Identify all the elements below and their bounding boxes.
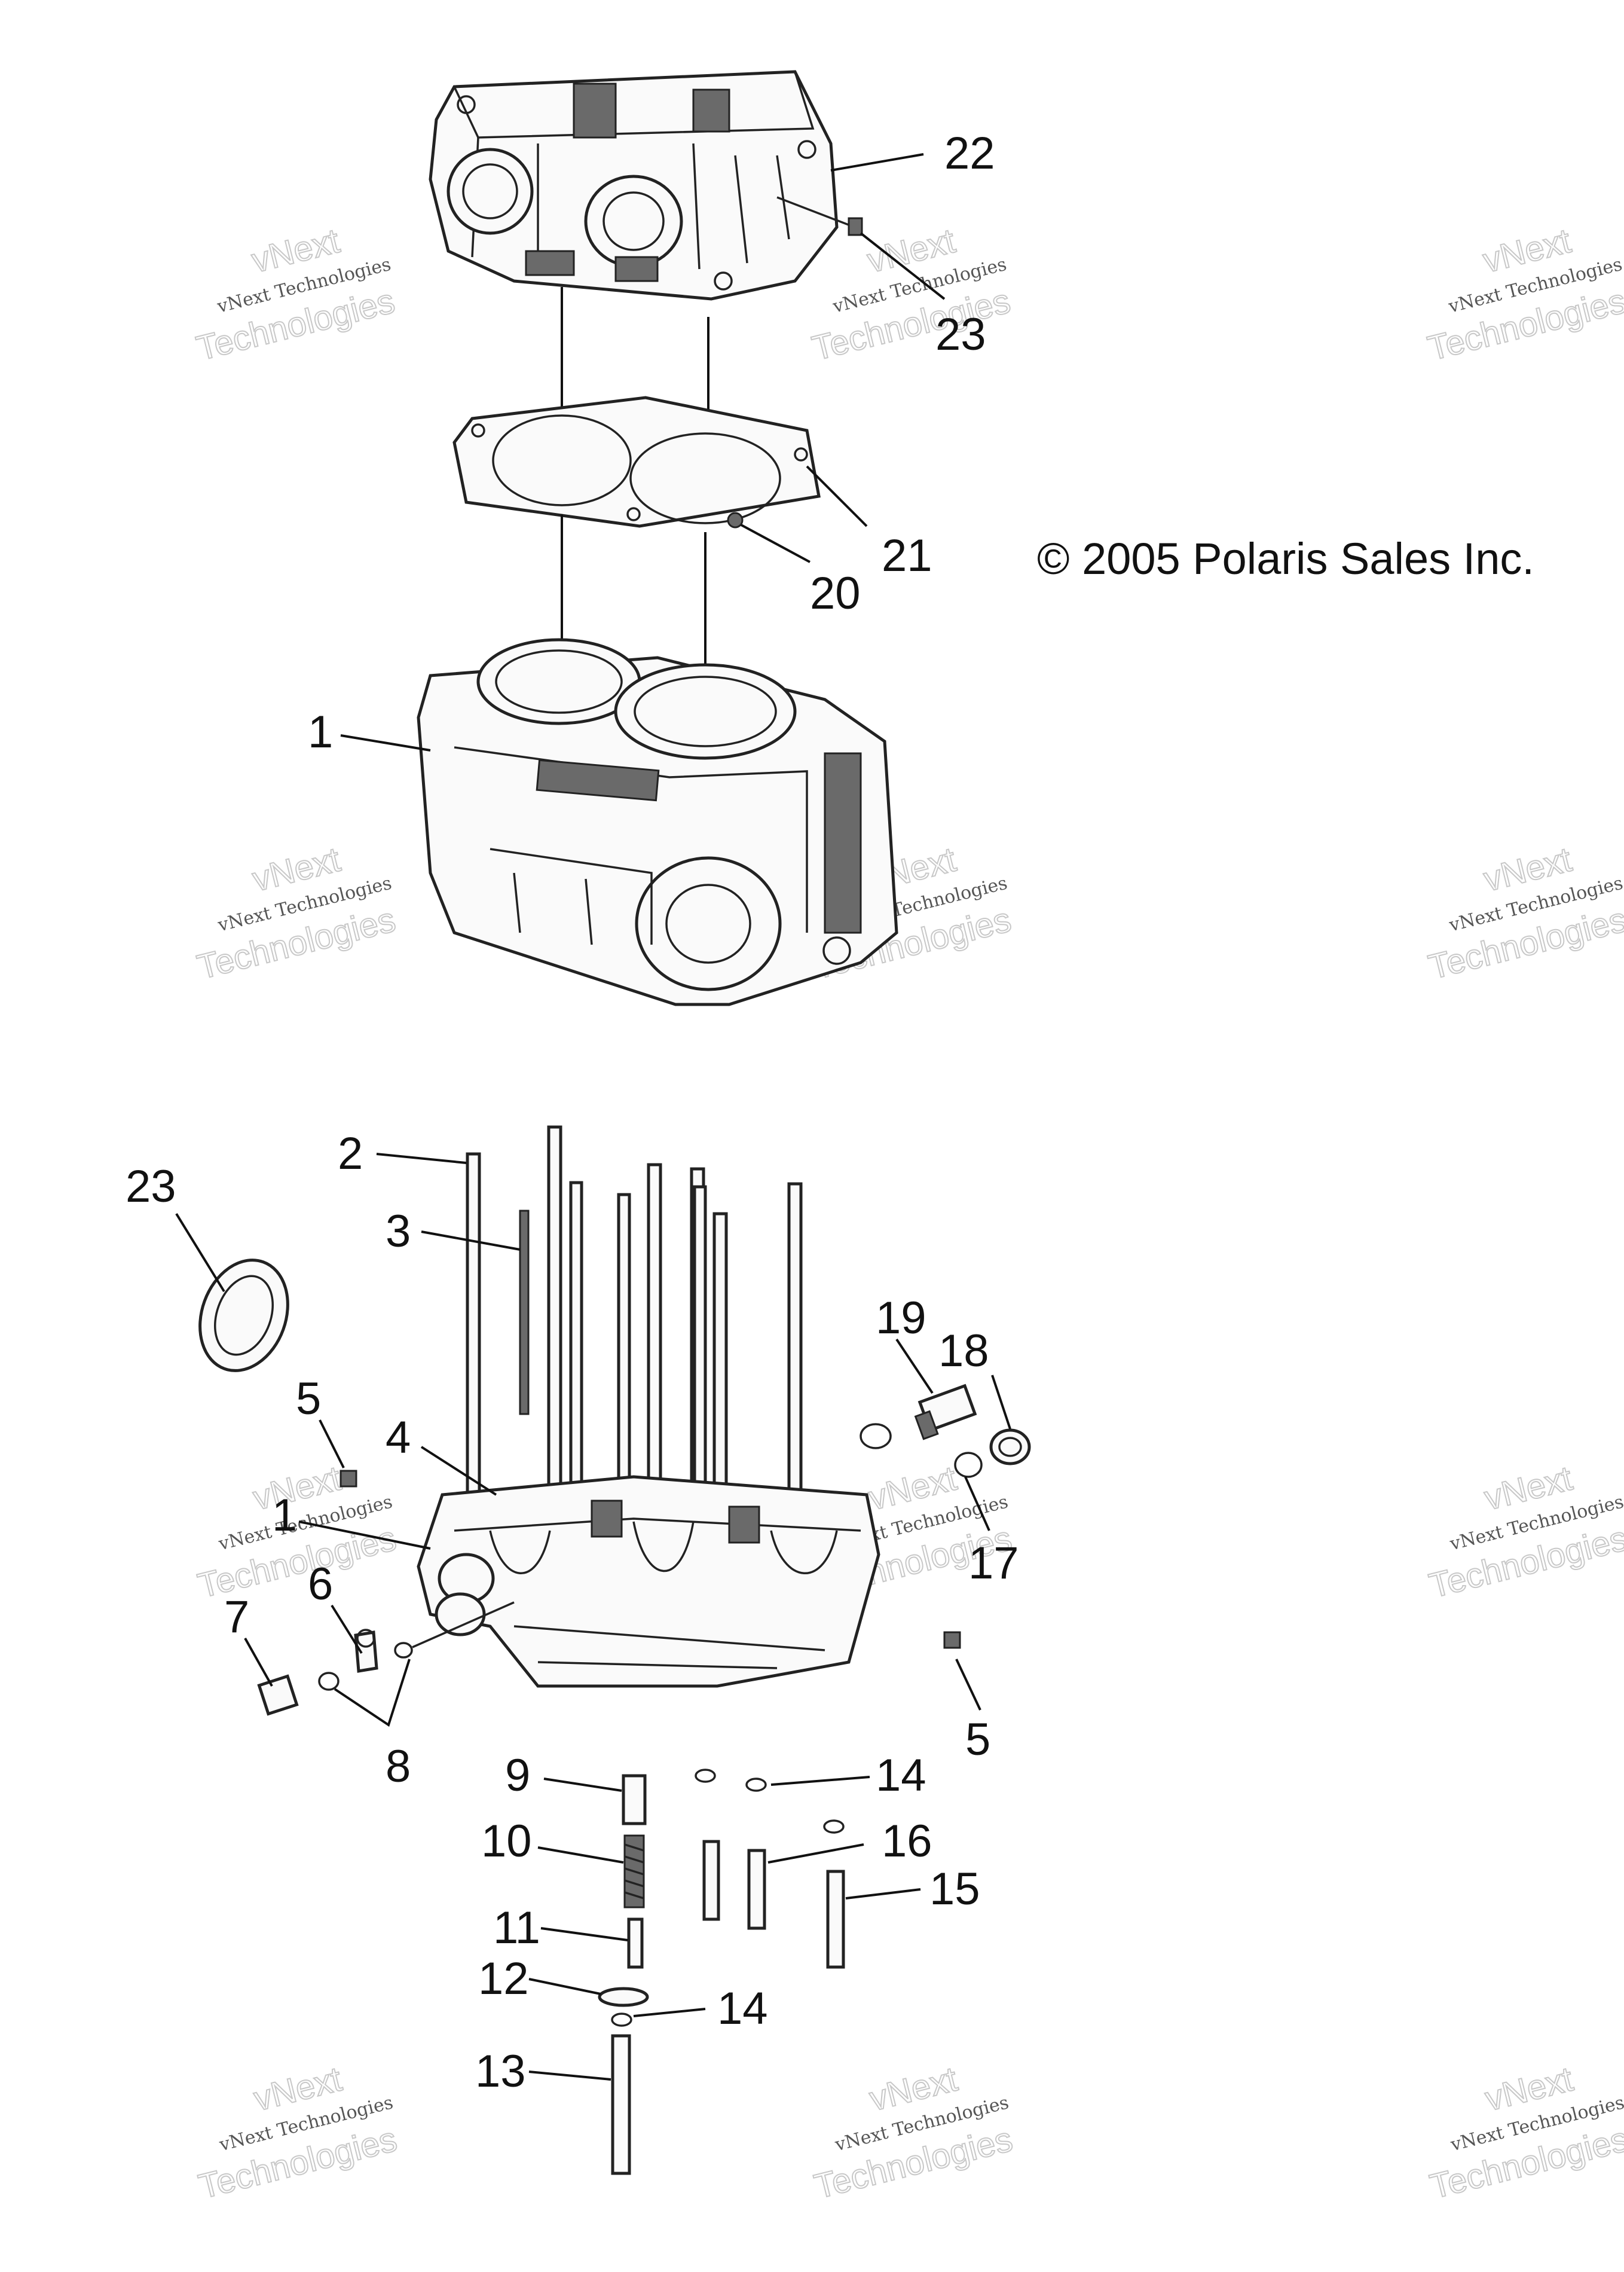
leader-17 [964, 1476, 990, 1531]
o-ring-17 [954, 1452, 983, 1478]
cylinder-block [417, 638, 898, 1006]
washer-8a [318, 1672, 340, 1691]
leader-14-top [770, 1776, 870, 1786]
callout-22: 22 [944, 128, 995, 179]
head-gasket [452, 396, 821, 529]
leader-8 [334, 1659, 411, 1727]
plug-7 [257, 1674, 299, 1716]
washer-14b [745, 1778, 767, 1792]
callout-12: 12 [478, 1953, 529, 2004]
callout-7: 7 [224, 1592, 249, 1642]
callout-13: 13 [475, 2046, 526, 2097]
fitting-6 [354, 1629, 378, 1673]
oil-seal [198, 1259, 289, 1372]
callout-15: 15 [929, 1864, 980, 1914]
callout-10: 10 [481, 1816, 532, 1867]
callout-2: 2 [338, 1128, 363, 1179]
watermark-top-left: vNext vNext Technologies Technologies [192, 221, 399, 369]
head-bolt-23 [776, 196, 863, 236]
leader-12 [528, 1978, 601, 1995]
leader-11 [540, 1927, 628, 1941]
callout-14-top: 14 [876, 1750, 926, 1801]
callout-4: 4 [386, 1412, 411, 1463]
callout-9: 9 [505, 1750, 530, 1801]
callout-14-bottom: 14 [717, 1983, 768, 2034]
leader-3 [421, 1230, 521, 1251]
callout-3: 3 [386, 1206, 411, 1257]
callout-1-top: 1 [308, 707, 333, 758]
callout-21: 21 [882, 530, 932, 581]
callout-18: 18 [938, 1326, 989, 1376]
leader-13 [528, 2071, 611, 2081]
watermark-bottom-center: vNext vNext Technologies Technologies [810, 2059, 1017, 2207]
callout-8: 8 [386, 1741, 411, 1792]
callout-17: 17 [968, 1538, 1019, 1589]
watermark-mid-left: vNext vNext Technologies Technologies [193, 839, 400, 988]
callout-16: 16 [882, 1816, 932, 1867]
crankcase [417, 1475, 880, 1688]
watermark-low-right: vNext vNext Technologies Technologies [1425, 1458, 1624, 1607]
bolt-16b [747, 1849, 766, 1930]
bolt-15 [826, 1870, 845, 1969]
leader-15 [845, 1888, 921, 1900]
watermark-bottom-right: vNext vNext Technologies Technologies [1426, 2059, 1624, 2207]
leader-4 [420, 1446, 497, 1496]
callout-1-bottom: 1 [272, 1490, 297, 1541]
leader-5-top [319, 1419, 345, 1468]
spring-10 [623, 1834, 645, 1908]
leader-19 [895, 1338, 934, 1394]
dowel-5-bottom [943, 1631, 961, 1649]
copyright-notice: © 2005 Polaris Sales Inc. [1037, 534, 1534, 584]
cylinder-head [429, 70, 839, 301]
dowel-5-top [340, 1470, 357, 1488]
leader-16 [767, 1843, 864, 1864]
washer-19 [860, 1423, 892, 1449]
washer-14a [695, 1769, 716, 1783]
leader-23-bottom [175, 1213, 225, 1293]
fitting-19 [914, 1384, 977, 1440]
leader-23-top [860, 232, 946, 300]
leader-14-bottom [633, 2008, 706, 2017]
leader-1-top [340, 734, 431, 752]
watermark-top-right: vNext vNext Technologies Technologies [1423, 221, 1624, 369]
leader-9 [543, 1778, 622, 1792]
callout-19: 19 [876, 1293, 926, 1343]
washer-16 [823, 1819, 845, 1834]
callout-11: 11 [493, 1903, 540, 1953]
washer-8b [394, 1642, 413, 1659]
leader-7 [244, 1638, 273, 1687]
bolt-16a [702, 1840, 720, 1921]
callout-23-bottom: 23 [126, 1161, 176, 1212]
bolt-13 [611, 2034, 631, 2175]
leader-5-bottom [955, 1659, 981, 1711]
leader-1-bottom [298, 1520, 431, 1550]
leader-10 [537, 1846, 624, 1864]
leader-21 [806, 465, 868, 527]
watermark-mid-right: vNext vNext Technologies Technologies [1424, 839, 1624, 988]
callout-20: 20 [810, 568, 861, 619]
leader-6 [331, 1604, 363, 1654]
plug-18 [989, 1428, 1031, 1465]
leader-20 [741, 524, 811, 563]
callout-5-bottom: 5 [965, 1714, 990, 1765]
leader-22 [830, 153, 924, 172]
oil-tube [412, 1601, 515, 1648]
callout-6: 6 [308, 1559, 333, 1610]
plunger-9 [622, 1774, 647, 1825]
leader-2 [376, 1153, 467, 1164]
washer-14-lower [611, 2013, 632, 2027]
plate-12 [598, 1987, 649, 2007]
pin-11 [627, 1917, 644, 1969]
callout-23-top: 23 [935, 309, 986, 360]
leader-18 [991, 1375, 1011, 1430]
watermark-bottom-left: vNext vNext Technologies Technologies [194, 2059, 401, 2207]
callout-5-top: 5 [296, 1373, 321, 1424]
